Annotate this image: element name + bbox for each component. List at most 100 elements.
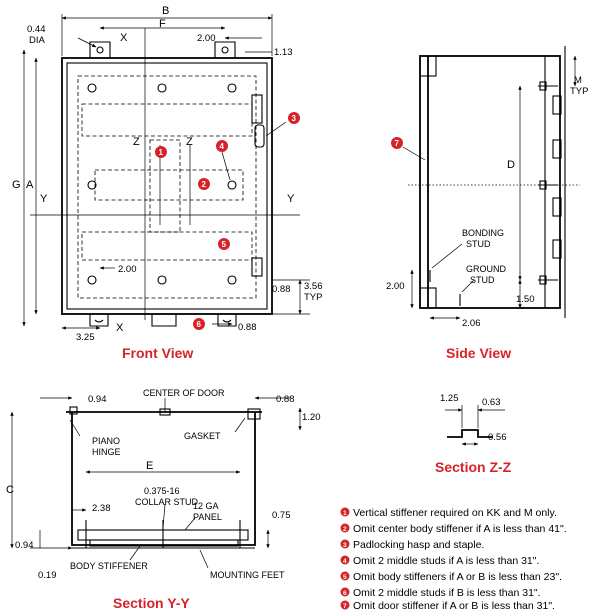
svg-text:4: 4	[343, 558, 347, 565]
dim-e-label: E	[146, 460, 153, 472]
piano-hinge-2: HINGE	[92, 447, 121, 457]
dim-200: 2.00	[386, 281, 405, 292]
bonding-leader	[431, 243, 463, 269]
svg-text:2: 2	[343, 526, 347, 533]
dim-206: 2.06	[462, 318, 481, 329]
dim-m-typ: TYP	[570, 86, 588, 97]
marker-1: 1	[155, 146, 167, 158]
mounting-hole	[96, 46, 104, 54]
marker-3: 3	[288, 112, 300, 124]
dim-088-bottom: 0.88	[238, 322, 257, 333]
mounting-slot	[222, 319, 232, 323]
collar-studs	[87, 83, 237, 285]
dim-088-yy: 0.88	[276, 394, 295, 405]
svg-text:2: 2	[202, 180, 207, 189]
svg-text:Padlocking hasp and staple.: Padlocking hasp and staple.	[353, 539, 484, 551]
dim-088: 0.88	[272, 284, 291, 295]
side-foot	[552, 197, 562, 217]
note-3: 3 Padlocking hasp and staple.	[340, 539, 484, 551]
latch-block	[247, 408, 261, 420]
bonding-label-2: STUD	[466, 239, 491, 249]
ground-label-2: STUD	[470, 275, 495, 285]
hole-dia-value: 0.44	[27, 24, 46, 35]
marker-4: 4	[216, 140, 228, 152]
side-view-title: Side View	[446, 345, 511, 361]
hinge-knuckle	[69, 406, 78, 415]
zz-profile	[447, 429, 493, 438]
svg-text:1: 1	[343, 510, 347, 517]
section-z-z: 1.25 0.63 0.56 Section Z-Z	[435, 393, 512, 475]
hinge-block	[251, 257, 263, 277]
gasket-leader	[234, 417, 246, 433]
marker-2: 2	[198, 178, 210, 190]
gasket-label: GASKET	[184, 431, 221, 441]
y-right-label: Y	[287, 193, 295, 205]
marker-7: 7	[391, 137, 403, 149]
dim-m-label: M	[574, 75, 582, 86]
dim-b-label: B	[162, 5, 169, 17]
side-studs	[538, 81, 558, 285]
mounting-slot	[94, 319, 104, 323]
bottom-right-mounting-foot	[217, 314, 237, 327]
bottom-left-mounting-foot	[89, 314, 109, 327]
dim-113: 1.13	[274, 47, 293, 58]
piano-hinge-1: PIANO	[92, 436, 120, 446]
top-right-mounting-foot	[214, 41, 236, 58]
padlocking-hasp	[254, 124, 265, 148]
side-body-outline	[419, 55, 561, 309]
svg-text:Omit 2 middle studs if B is le: Omit 2 middle studs if B is less than 31…	[353, 587, 541, 599]
callout-markers: 1 2 3 4 5 6 7	[155, 112, 426, 330]
dim-094-top: 0.94	[88, 394, 107, 405]
dim-f-label: F	[159, 18, 166, 30]
marker-5: 5	[218, 238, 230, 250]
section-y-y: 0.94 CENTER OF DOOR 0.88 1.20 PIANO HING…	[6, 388, 321, 611]
dim-c-label: C	[6, 484, 14, 496]
dim-056: 0.56	[488, 432, 507, 443]
dim-356-typ: TYP	[304, 292, 322, 303]
svg-text:1: 1	[159, 148, 164, 157]
marker-3-leader	[265, 121, 287, 137]
dim-325: 3.25	[76, 332, 95, 343]
note-5: 5 Omit body stiffeners if A or B is less …	[340, 571, 562, 583]
bottom-center-foot	[151, 314, 177, 327]
z-left-label: Z	[133, 136, 140, 148]
svg-text:6: 6	[197, 320, 202, 329]
front-door-inner-edge	[66, 62, 268, 310]
side-foot	[552, 239, 562, 259]
svg-text:5: 5	[222, 240, 227, 249]
svg-text:5: 5	[343, 574, 347, 581]
dim-356: 3.56	[304, 281, 323, 292]
dim-120: 1.20	[302, 412, 321, 423]
section-yy-title: Section Y-Y	[113, 595, 190, 611]
svg-text:7: 7	[343, 603, 347, 610]
side-view: M TYP D BONDING STUD GROUND STUD 2.00 1.…	[386, 46, 588, 361]
marker-7-leader	[402, 146, 426, 161]
dim-125: 1.25	[440, 393, 459, 404]
front-enclosure-outline	[61, 57, 273, 315]
feet-leader	[199, 549, 209, 569]
mounting-hole	[221, 46, 229, 54]
hinge-block	[251, 94, 263, 124]
inner-dashed-outline	[77, 75, 257, 299]
svg-text:Omit door stiffener if A or B: Omit door stiffener if A or B is less th…	[353, 600, 555, 611]
dim-d-label: D	[507, 159, 515, 171]
x-top-label: X	[120, 32, 128, 44]
panel-1: 12 GA	[193, 501, 219, 511]
body-stiffener-label: BODY STIFFENER	[70, 561, 148, 571]
bonding-label-1: BONDING	[462, 228, 504, 238]
dim-200-bottom: 2.00	[118, 264, 137, 275]
side-foot	[552, 139, 562, 159]
svg-text:3: 3	[343, 542, 347, 549]
x-bottom-label: X	[116, 322, 124, 334]
dim-238: 2.38	[92, 503, 111, 514]
side-foot	[552, 95, 562, 115]
svg-text:Omit body stiffeners if A or B: Omit body stiffeners if A or B is less t…	[353, 571, 562, 583]
collar-stud-1: 0.375-16	[144, 486, 180, 496]
svg-text:Omit 2 middle studs if A is le: Omit 2 middle studs if A is less than 31…	[353, 555, 539, 567]
dim-075: 0.75	[272, 510, 291, 521]
y-left-label: Y	[40, 193, 48, 205]
ground-label-1: GROUND	[466, 264, 506, 274]
